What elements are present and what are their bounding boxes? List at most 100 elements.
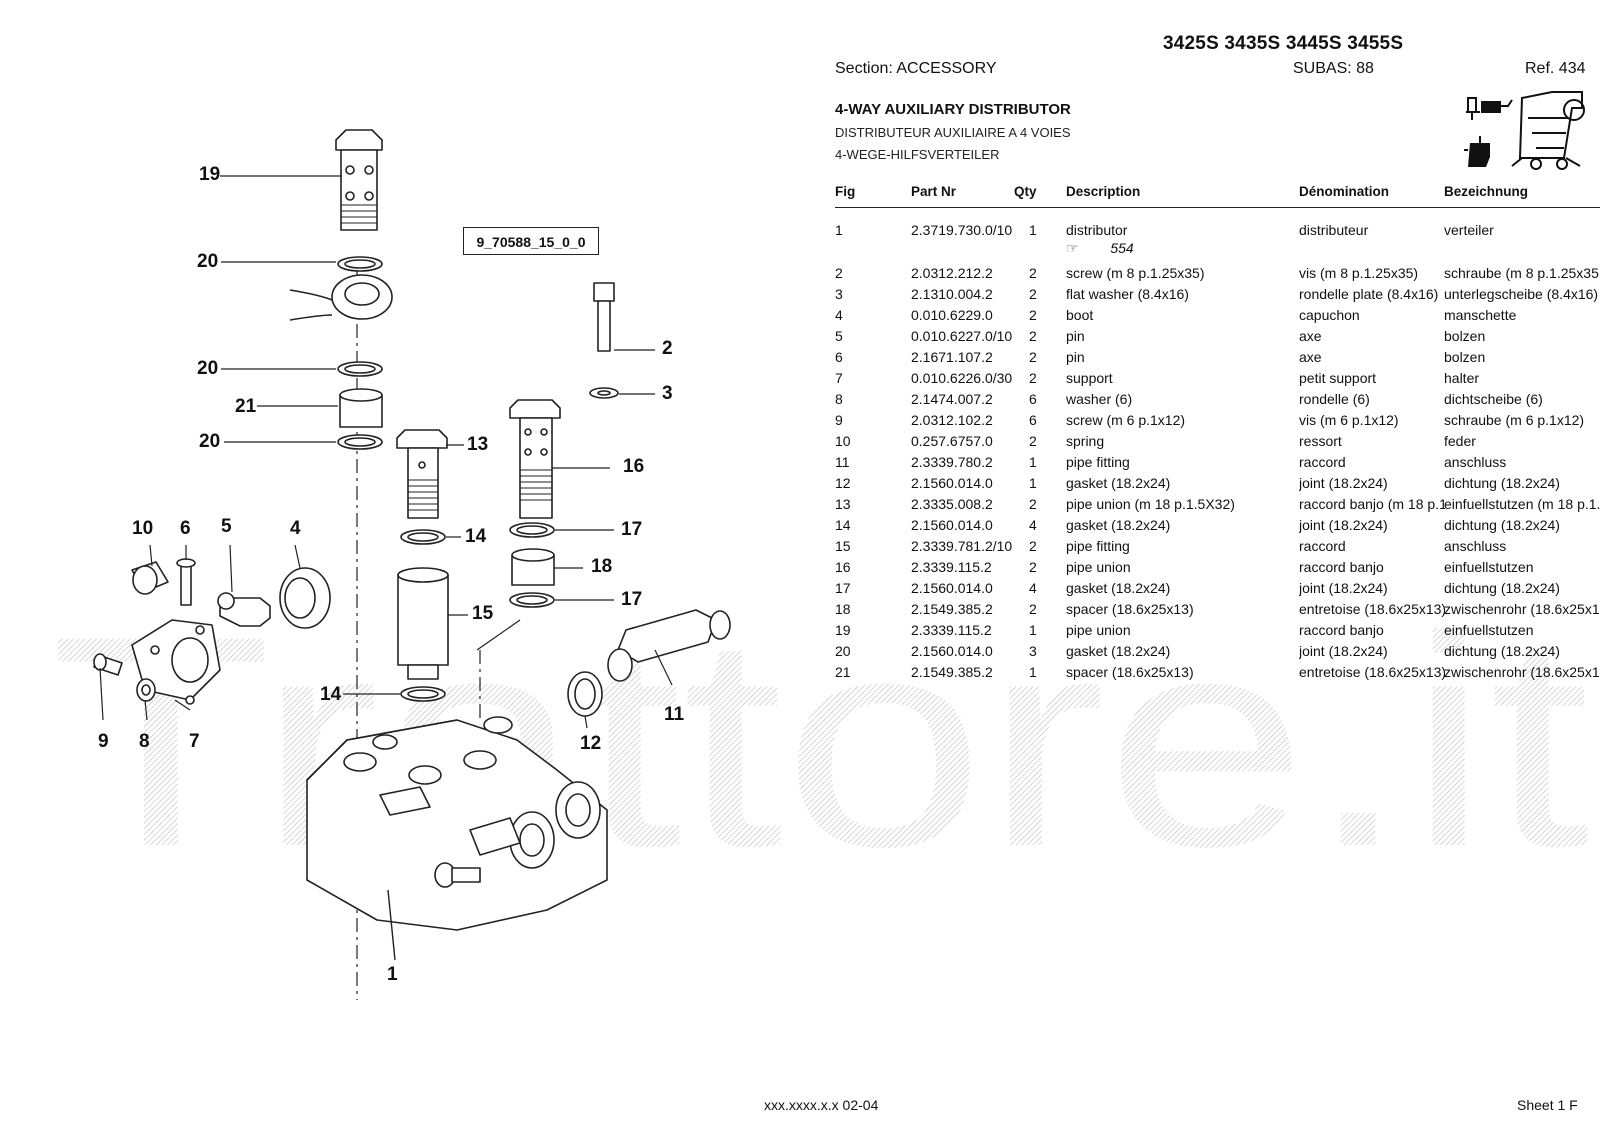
cell-den: raccord banjo <box>1299 622 1384 638</box>
callout-6: 6 <box>180 518 191 539</box>
cell-bez: dichtung (18.2x24) <box>1444 580 1560 596</box>
callout-21: 21 <box>235 396 257 417</box>
cell-desc: flat washer (8.4x16) <box>1066 286 1189 302</box>
cell-qty: 2 <box>1029 349 1037 365</box>
cell-den: rondelle (6) <box>1299 391 1370 407</box>
cell-bez: einfuellstutzen (m 18 p.1. <box>1444 496 1600 512</box>
table-row: 13 2.3335.008.2 2 pipe union (m 18 p.1.5… <box>0 496 1600 517</box>
cell-den: joint (18.2x24) <box>1299 580 1388 596</box>
cell-bez: dichtung (18.2x24) <box>1444 517 1560 533</box>
table-row: 16 2.3339.115.2 2 pipe union raccord ban… <box>0 559 1600 580</box>
cell-fig: 18 <box>835 601 851 617</box>
cell-bez: einfuellstutzen <box>1444 622 1534 638</box>
cell-qty: 2 <box>1029 370 1037 386</box>
cell-den: joint (18.2x24) <box>1299 643 1388 659</box>
table-row: 9 2.0312.102.2 6 screw (m 6 p.1x12) vis … <box>0 412 1600 433</box>
table-row: 21 2.1549.385.2 1 spacer (18.6x25x13) en… <box>0 664 1600 685</box>
cell-part: 2.3339.781.2/10 <box>911 538 1013 554</box>
exploded-parts-diagram <box>93 129 731 1000</box>
pipe-union-13-head <box>396 429 448 449</box>
cell-desc: pipe union (m 18 p.1.5X32) <box>1066 496 1235 512</box>
cell-qty: 2 <box>1029 433 1037 449</box>
cell-den: vis (m 8 p.1.25x35) <box>1299 265 1419 281</box>
cell-fig: 9 <box>835 412 843 428</box>
table-row: 2 2.0312.212.2 2 screw (m 8 p.1.25x35) v… <box>0 265 1600 286</box>
cell-fig: 8 <box>835 391 843 407</box>
cell-desc: boot <box>1066 307 1094 323</box>
callout-12: 12 <box>580 733 602 754</box>
header-rule <box>835 207 1600 208</box>
table-row: 17 2.1560.014.0 4 gasket (18.2x24) joint… <box>0 580 1600 601</box>
banjo-bolt-head <box>335 129 383 151</box>
model-title: 3425S 3435S 3445S 3455S <box>1163 33 1404 54</box>
cell-fig: 19 <box>835 622 851 638</box>
cell-fig: 5 <box>835 328 843 344</box>
cell-fig: 17 <box>835 580 851 596</box>
cell-desc: gasket (18.2x24) <box>1066 475 1171 491</box>
cell-qty: 2 <box>1029 559 1037 575</box>
cell-qty: 6 <box>1029 391 1037 407</box>
cell-bez: unterlegscheibe (8.4x16) <box>1444 286 1599 302</box>
cell-qty: 2 <box>1029 286 1037 302</box>
cell-bez: bolzen <box>1444 328 1486 344</box>
cell-qty: 2 <box>1029 538 1037 554</box>
cell-part: 0.010.6227.0/10 <box>911 328 1013 344</box>
cell-den: raccord <box>1299 538 1346 554</box>
cell-den: joint (18.2x24) <box>1299 517 1388 533</box>
cell-desc: screw (m 8 p.1.25x35) <box>1066 265 1205 281</box>
cell-fig: 14 <box>835 517 851 533</box>
cell-desc: spacer (18.6x25x13) <box>1066 664 1194 680</box>
ref-label: Ref. 434 <box>1525 60 1586 77</box>
cell-bez: zwischenrohr (18.6x25x1 <box>1444 664 1600 680</box>
cell-bez: anschluss <box>1444 538 1507 554</box>
subref-link[interactable]: 554 <box>1110 240 1134 256</box>
cell-bez: dichtscheibe (6) <box>1444 391 1543 407</box>
cell-desc: spacer (18.6x25x13) <box>1066 601 1194 617</box>
cell-fig: 3 <box>835 286 843 302</box>
col-header-fig: Fig <box>835 184 856 199</box>
cell-desc: pipe fitting <box>1066 538 1130 554</box>
callout-13: 13 <box>467 434 489 455</box>
cell-fig: 21 <box>835 664 851 680</box>
col-header-qty: Qty <box>1014 184 1037 199</box>
callout-7: 7 <box>189 731 200 752</box>
cell-part: 2.3339.780.2 <box>911 454 993 470</box>
cell-qty: 4 <box>1029 580 1037 596</box>
cell-desc: pipe union <box>1066 622 1131 638</box>
cell-desc: pipe fitting <box>1066 454 1130 470</box>
cell-qty: 3 <box>1029 643 1037 659</box>
table-row: 1 2.3719.730.0/10 1 distributor distribu… <box>0 222 1600 243</box>
cell-den: rondelle plate (8.4x16) <box>1299 286 1439 302</box>
table-row: 14 2.1560.014.0 4 gasket (18.2x24) joint… <box>0 517 1600 538</box>
cell-bez: bolzen <box>1444 349 1486 365</box>
cell-qty: 1 <box>1029 622 1037 638</box>
cell-part: 2.3339.115.2 <box>911 622 992 638</box>
cell-qty: 1 <box>1029 454 1037 470</box>
section-label: Section: ACCESSORY <box>835 60 997 77</box>
cell-part: 2.1671.107.2 <box>911 349 993 365</box>
cell-den: raccord <box>1299 454 1346 470</box>
pipe-fitting-15 <box>397 574 449 666</box>
callout-20: 20 <box>199 431 221 452</box>
cell-den: raccord banjo (m 18 p.1 <box>1299 496 1445 512</box>
cell-qty: 1 <box>1029 222 1037 238</box>
callout-14: 14 <box>320 684 342 705</box>
cell-qty: 2 <box>1029 265 1037 281</box>
cell-den: entretoise (18.6x25x13) <box>1299 664 1445 680</box>
cell-part: 0.010.6226.0/30 <box>911 370 1013 386</box>
callout-3: 3 <box>662 383 673 404</box>
callout-1: 1 <box>387 964 398 985</box>
cell-fig: 16 <box>835 559 851 575</box>
cell-desc: support <box>1066 370 1113 386</box>
callout-9: 9 <box>98 731 109 752</box>
callout-2: 2 <box>662 338 673 359</box>
cell-desc: pin <box>1066 328 1085 344</box>
subas-label: SUBAS: 88 <box>1293 60 1374 77</box>
table-row: 6 2.1671.107.2 2 pin axe bolzen <box>0 349 1600 370</box>
doc-code: xxx.xxxx.x.x 02-04 <box>764 1097 879 1113</box>
cell-bez: dichtung (18.2x24) <box>1444 475 1560 491</box>
cell-den: capuchon <box>1299 307 1360 323</box>
cell-part: 2.1560.014.0 <box>911 517 993 533</box>
cell-desc: distributor <box>1066 222 1128 238</box>
cell-den: axe <box>1299 349 1322 365</box>
